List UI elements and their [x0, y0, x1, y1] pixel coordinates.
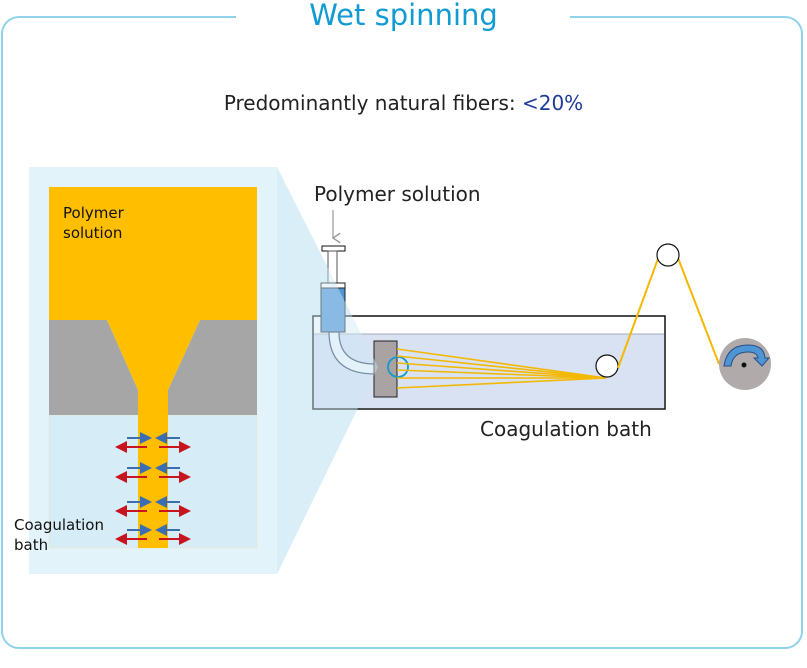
roller-axle [741, 362, 747, 368]
spinneret-zoom-marker [387, 356, 409, 378]
fiber-strand [396, 377, 607, 389]
subtitle-highlight: <20% [521, 91, 584, 115]
fiber-down [677, 257, 720, 365]
diffusion-arrows [115, 432, 191, 545]
polymer-channel [107, 320, 200, 548]
title-gap [236, 8, 570, 28]
fiber-strand [396, 369, 607, 379]
plunger-cap [321, 245, 346, 252]
page-title: Wet spinning [309, 0, 498, 32]
spinneret-right [168, 320, 257, 415]
detail-polymer-label-1: Polymer [63, 204, 125, 222]
zoom-callout-overlay [277, 167, 378, 574]
spinneret-block [373, 340, 398, 398]
fibers [396, 348, 607, 389]
spinneret-left [49, 320, 138, 415]
polymer-solution-label: Polymer solution [314, 182, 481, 206]
detail-bath-label-1: Coagulation [14, 516, 104, 534]
syringe-top [320, 282, 346, 289]
fiber-strand [396, 348, 607, 379]
rotation-arrow-icon [723, 344, 771, 367]
bath-roller [595, 354, 619, 378]
spinneret-detail [48, 187, 258, 549]
fiber-strand [396, 362, 607, 379]
fiber-up [617, 255, 660, 369]
fiber-strand [396, 355, 607, 379]
detail-bath-label-2: bath [14, 536, 48, 554]
coagulation-bath-label: Coagulation bath [480, 417, 652, 441]
detail-polymer [49, 187, 257, 320]
subtitle: Predominantly natural fibers: <20% [0, 91, 807, 115]
guide-roller [656, 243, 680, 267]
subtitle-text: Predominantly natural fibers: [223, 91, 516, 115]
syringe [320, 245, 409, 398]
detail-polymer-label-2: solution [63, 224, 122, 242]
